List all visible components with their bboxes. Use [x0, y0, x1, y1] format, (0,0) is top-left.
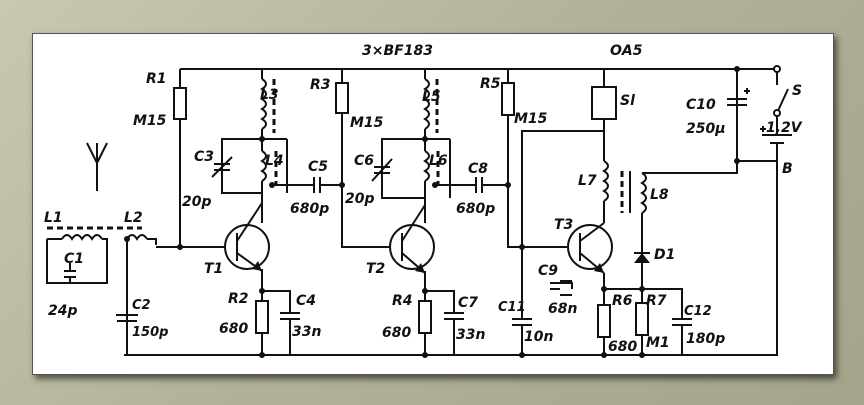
c6-trimmer — [371, 158, 393, 198]
c10-value: 250µ — [686, 121, 726, 137]
r4-resistor — [418, 300, 432, 334]
r6-resistor — [597, 304, 611, 338]
speaker-label: Sl — [620, 93, 635, 109]
transistor-type-label: 3×BF183 — [362, 43, 433, 59]
c2-capacitor — [116, 314, 138, 355]
circuit-schematic: L1 C1 24p L2 C2 150p R1 M15 L3 L4 C3 20p… — [44, 43, 803, 358]
c12-value: 180p — [686, 331, 725, 347]
l5-l6-transformer — [381, 69, 451, 199]
r7-value: M1 — [646, 335, 670, 351]
c6-label: C6 — [354, 153, 374, 169]
c7-value: 33n — [456, 327, 485, 343]
diode-type-label: OA5 — [610, 43, 643, 59]
c3-value: 20p — [182, 194, 212, 210]
c1-value: 24p — [48, 303, 78, 319]
t1-transistor — [224, 193, 270, 272]
c9-capacitor — [550, 280, 573, 296]
c3-trimmer — [211, 156, 233, 193]
r2-resistor — [255, 300, 269, 334]
l8-label: L8 — [650, 187, 669, 203]
r3-label: R3 — [310, 77, 331, 93]
supply-return-wire — [742, 161, 778, 356]
c10-electrolytic — [727, 66, 750, 164]
l6-label: L6 — [429, 153, 448, 169]
c4-value: 33n — [292, 324, 321, 340]
c1-label: C1 — [64, 251, 84, 267]
l3-label: L3 — [260, 87, 279, 103]
stage3-base-wire — [507, 69, 567, 248]
t3-transistor — [567, 222, 613, 274]
c2-label: C2 — [132, 298, 151, 313]
c11-label: C11 — [498, 300, 526, 315]
t1-label: T1 — [204, 261, 223, 277]
schematic-paper — [32, 33, 834, 375]
speaker-icon — [521, 69, 617, 247]
r3-value: M15 — [350, 115, 384, 131]
c7-label: C7 — [458, 295, 478, 311]
antenna-icon — [86, 142, 108, 191]
c5-capacitor — [269, 177, 342, 193]
r1-label: R1 — [146, 71, 167, 87]
c9-label: C9 — [538, 263, 558, 279]
c5-label: C5 — [308, 159, 328, 175]
switch-s — [773, 65, 789, 135]
r5-label: R5 — [480, 76, 501, 92]
battery-icon — [737, 126, 792, 162]
c9-value: 68n — [548, 301, 577, 317]
l1-label: L1 — [44, 210, 63, 226]
l3-l4-transformer — [221, 69, 288, 194]
c10-label: C10 — [686, 97, 716, 113]
t2-label: T2 — [366, 261, 385, 277]
l7-l8-transformer — [602, 69, 738, 243]
r4-value: 680 — [382, 325, 411, 341]
stage1-base-wire — [156, 69, 227, 248]
c2-value: 150p — [132, 325, 168, 340]
r5-resistor — [501, 82, 515, 116]
r1-resistor — [173, 87, 187, 120]
c5-value: 680p — [290, 201, 329, 217]
t2-transistor — [389, 198, 435, 274]
c6-value: 20p — [345, 191, 375, 207]
c8-label: C8 — [468, 161, 488, 177]
r2-label: R2 — [228, 291, 249, 307]
c11-value: 10n — [524, 329, 553, 345]
r7-resistor — [635, 302, 649, 336]
l7-label: L7 — [578, 173, 597, 189]
c4-capacitor — [280, 312, 300, 355]
c4-label: C4 — [296, 293, 316, 309]
c3-label: C3 — [194, 149, 214, 165]
battery-voltage: 1,2V — [766, 120, 803, 136]
battery-label: B — [782, 161, 793, 177]
d1-label: D1 — [654, 247, 675, 263]
d1-diode — [634, 243, 650, 289]
r6-value: 680 — [608, 339, 637, 355]
stage2-base-wire — [341, 69, 392, 248]
r2-value: 680 — [219, 321, 248, 337]
l2-label: L2 — [124, 210, 143, 226]
c8-value: 680p — [456, 201, 495, 217]
r4-label: R4 — [392, 293, 413, 309]
c11-capacitor — [512, 247, 532, 355]
c7-capacitor — [444, 312, 464, 355]
c12-capacitor — [672, 317, 692, 355]
r5-value: M15 — [514, 111, 548, 127]
c8-capacitor — [432, 177, 508, 193]
r7-label: R7 — [646, 293, 667, 309]
c12-label: C12 — [684, 304, 712, 319]
r6-label: R6 — [612, 293, 633, 309]
l5-label: L5 — [422, 89, 441, 105]
r1-value: M15 — [133, 113, 167, 129]
switch-label: S — [792, 83, 802, 99]
l1-c1-tank — [46, 226, 157, 355]
r3-resistor — [335, 82, 349, 114]
l4-label: L4 — [265, 153, 284, 169]
t3-label: T3 — [554, 217, 573, 233]
